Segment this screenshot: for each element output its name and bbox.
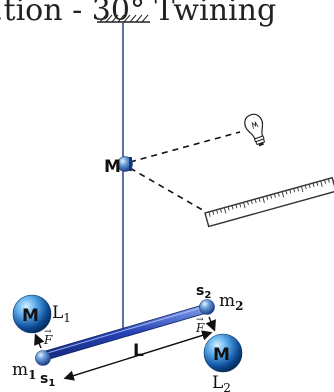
large-mass-left-label: M bbox=[22, 306, 39, 326]
light-beams bbox=[129, 131, 241, 213]
L1-label: L1 bbox=[52, 303, 71, 325]
s1-label: s1 bbox=[40, 371, 55, 389]
lightbulb-icon bbox=[244, 113, 266, 147]
force-arrow-left bbox=[34, 333, 45, 349]
ruler-icon bbox=[204, 176, 334, 228]
small-mass-m1 bbox=[35, 350, 51, 366]
pivot-mass-label: M bbox=[104, 157, 121, 177]
small-mass-m2 bbox=[199, 299, 215, 315]
s2-label: s2 bbox=[196, 283, 211, 301]
force-left-vector-mark: → bbox=[44, 327, 52, 337]
rod-length-arrow bbox=[63, 330, 213, 381]
large-mass-left bbox=[12, 294, 52, 334]
large-mass-right bbox=[203, 333, 243, 373]
force-left-label: F bbox=[43, 333, 53, 347]
top-caption: .tion - 30° Twining bbox=[0, 0, 276, 28]
force-right-label: F bbox=[195, 321, 205, 335]
force-arrow-right bbox=[205, 316, 216, 332]
rod-length-label: L bbox=[133, 341, 144, 361]
m1-label: m1 bbox=[12, 360, 36, 382]
large-mass-right-label: M bbox=[213, 345, 230, 365]
L2-label: L2 bbox=[212, 373, 231, 392]
m2-label: m2 bbox=[219, 291, 243, 313]
pivot-mass bbox=[117, 156, 133, 172]
force-right-vector-mark: → bbox=[196, 315, 204, 325]
